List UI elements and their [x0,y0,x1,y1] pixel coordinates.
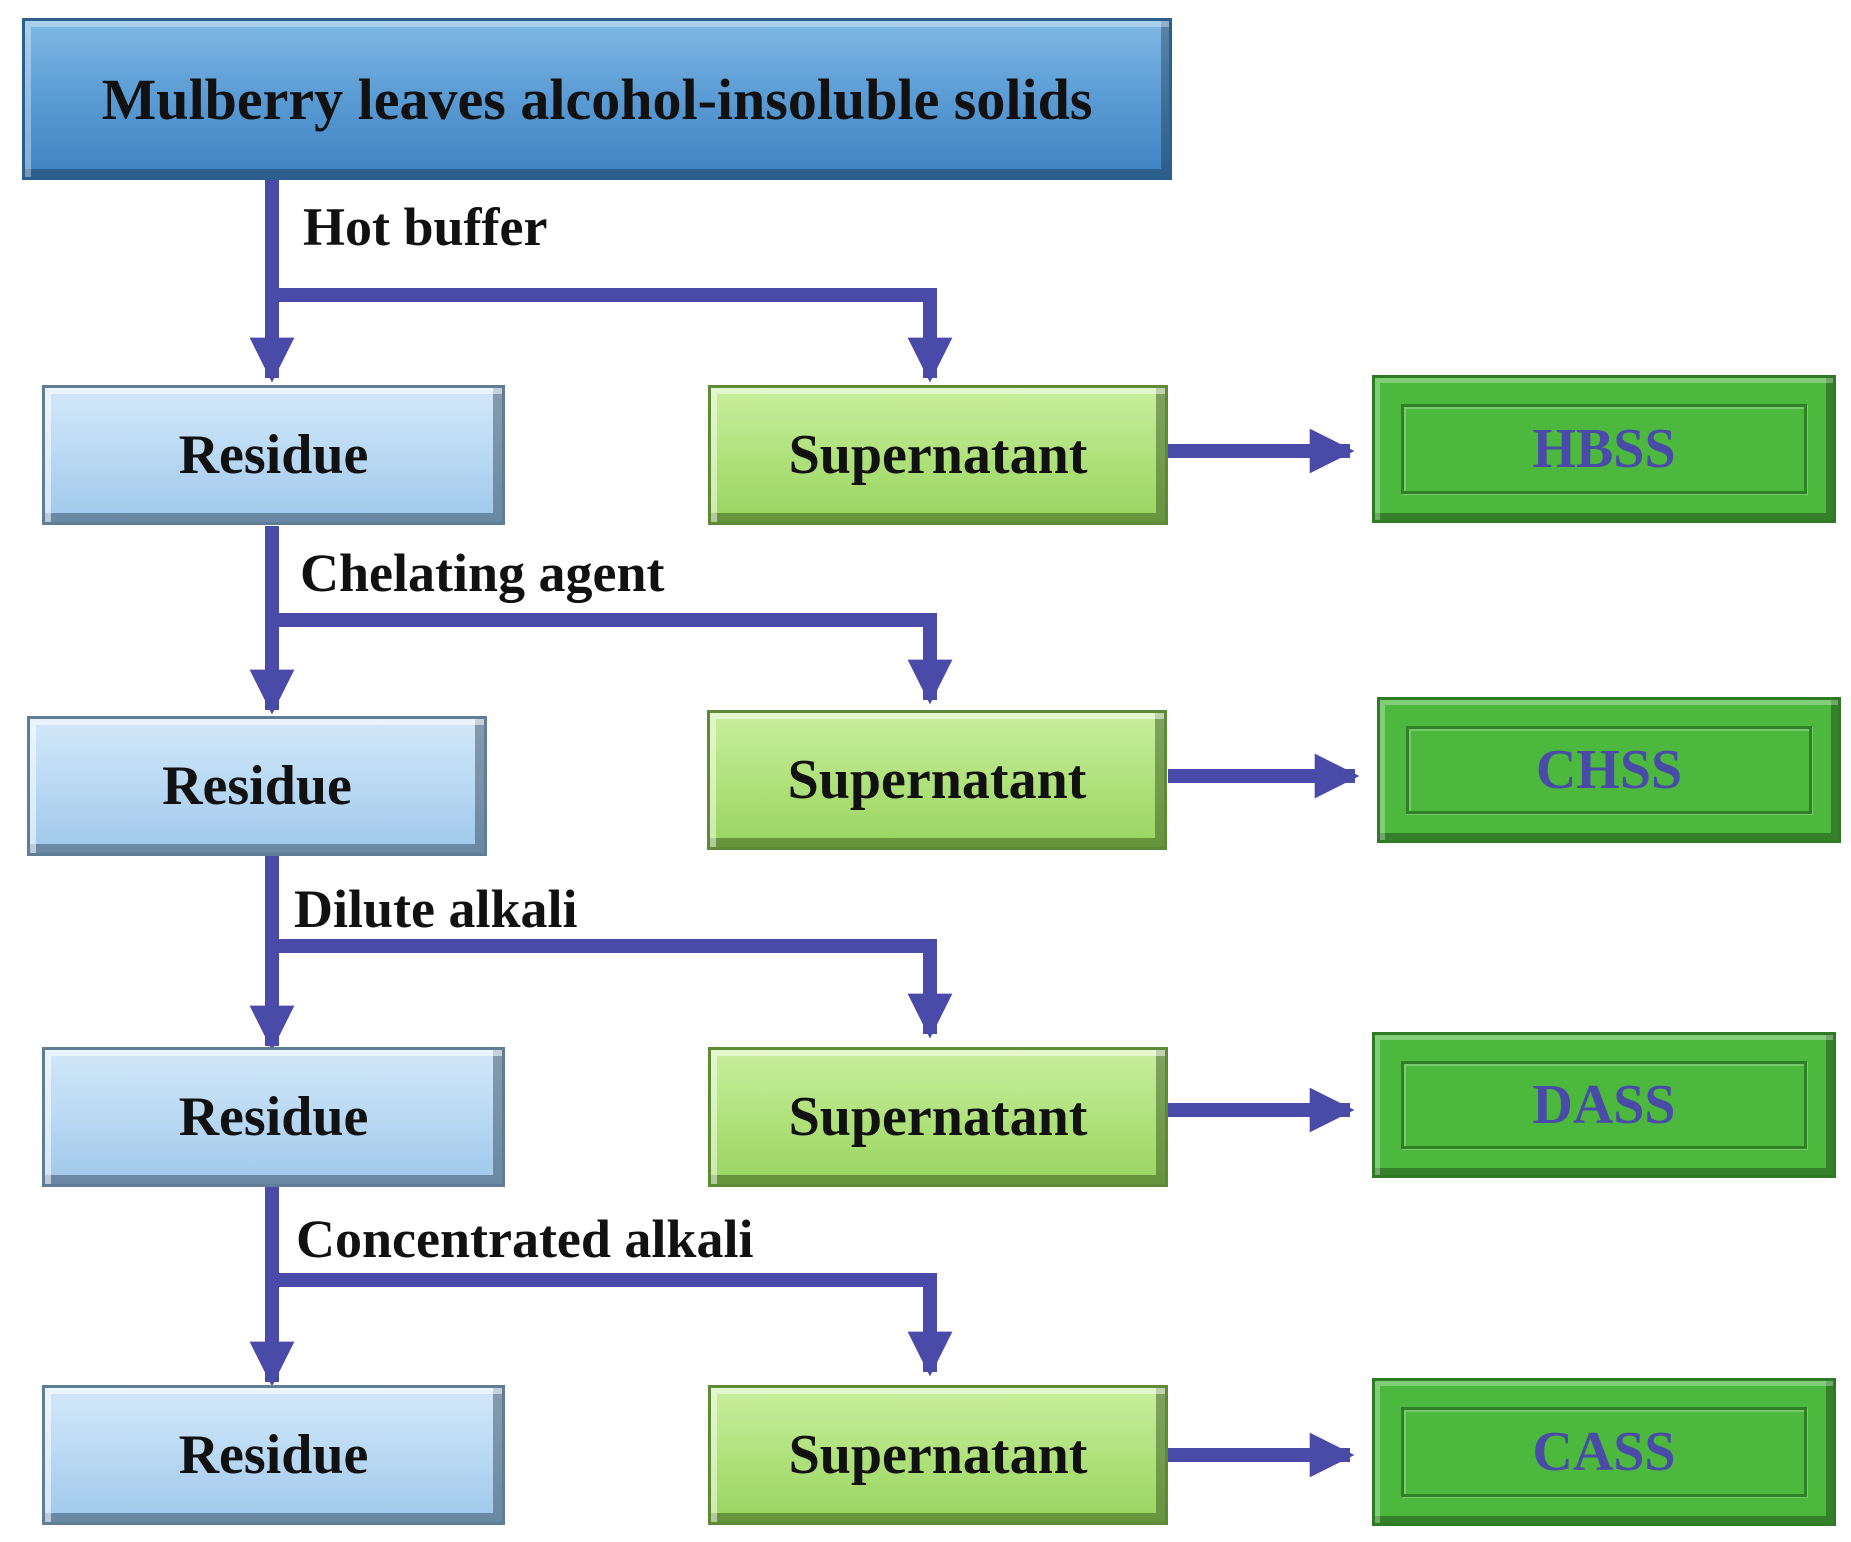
supernatant-box-4: Supernatant [708,1385,1168,1525]
residue-box-1: Residue [42,385,505,525]
source-label: Mulberry leaves alcohol-insoluble solids [101,66,1093,132]
arrow-to-supernatant-4 [272,1273,953,1377]
supernatant-box-2: Supernatant [707,710,1167,850]
reagent-label-3: Dilute alkali [294,879,578,939]
residue-label-3: Residue [178,1086,369,1148]
reagent-label-1: Hot buffer [303,197,548,257]
fraction-label-hbss: HBSS [1532,418,1676,480]
supernatant-label-2: Supernatant [787,749,1087,811]
fraction-box-dass: DASS [1372,1032,1836,1178]
fraction-label-dass: DASS [1532,1074,1676,1136]
fraction-box-cass: CASS [1372,1378,1836,1526]
fraction-label-cass: CASS [1532,1421,1676,1483]
arrow-to-supernatant-1 [272,288,953,383]
supernatant-label-4: Supernatant [788,1424,1088,1486]
fraction-box-chss: CHSS [1377,697,1841,843]
arrow-to-supernatant-2 [272,613,953,705]
fraction-label-chss: CHSS [1535,739,1683,801]
source-box: Mulberry leaves alcohol-insoluble solids [22,18,1172,180]
reagent-label-4: Concentrated alkali [296,1209,754,1269]
supernatant-box-1: Supernatant [708,385,1168,525]
residue-box-2: Residue [27,716,487,856]
supernatant-label-3: Supernatant [788,1086,1088,1148]
residue-label-4: Residue [178,1424,369,1486]
residue-box-3: Residue [42,1047,505,1187]
reagent-label-2: Chelating agent [300,543,665,603]
supernatant-box-3: Supernatant [708,1047,1168,1187]
residue-label-1: Residue [178,424,369,486]
fraction-box-hbss: HBSS [1372,375,1836,523]
residue-box-4: Residue [42,1385,505,1525]
arrow-to-supernatant-3 [272,939,953,1039]
residue-label-2: Residue [162,755,352,817]
supernatant-label-1: Supernatant [788,424,1088,486]
